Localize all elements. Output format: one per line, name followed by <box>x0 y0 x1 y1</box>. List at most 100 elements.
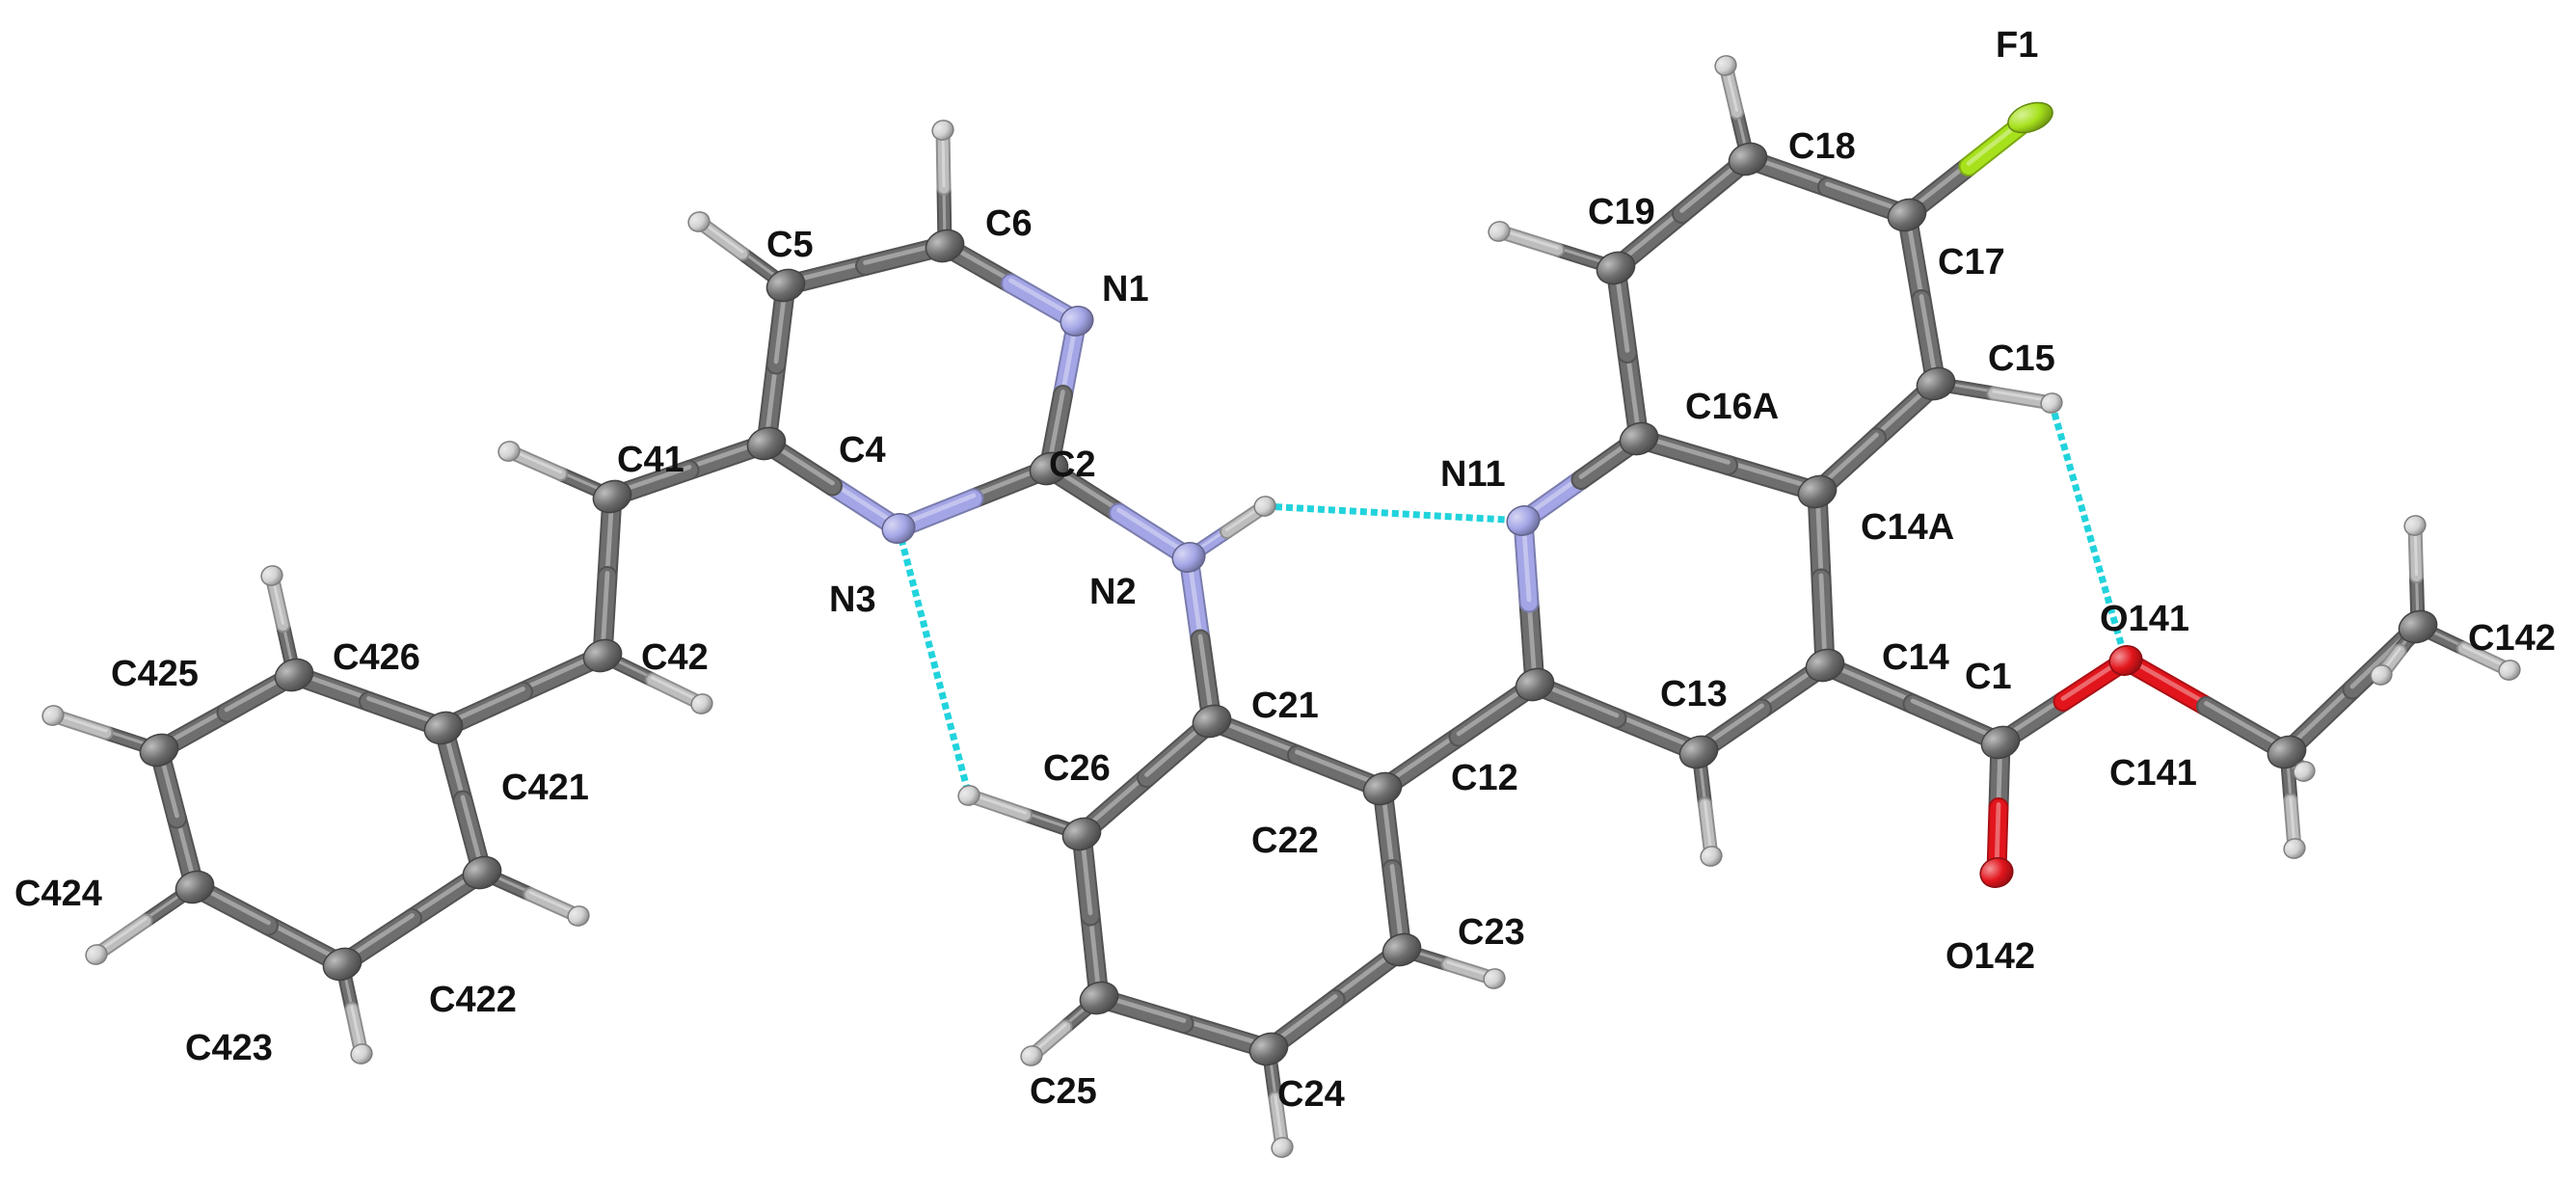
atom-label-c42: C42 <box>641 637 709 678</box>
bond-C41-C42 <box>592 486 623 666</box>
hydrogen-atom-h41 <box>497 441 521 462</box>
carbon-atom-c141 <box>2267 735 2307 769</box>
bond-C23-C24 <box>1258 939 1412 1060</box>
carbon-atom-c12 <box>1515 667 1555 702</box>
bond-C24-C25 <box>1088 987 1279 1060</box>
bond-C6-H6 <box>935 122 953 254</box>
atom-label-c4: C4 <box>839 430 886 471</box>
bond-C4-C5 <box>756 275 796 454</box>
hydrogen-atom-h426 <box>260 565 283 586</box>
hydrogen-atom-h23 <box>1483 968 1506 989</box>
atom-label-c19: C19 <box>1588 192 1655 232</box>
atom-label-c14: C14 <box>1882 637 1949 678</box>
atom-label-c13: C13 <box>1660 674 1728 714</box>
carbon-atom-c5 <box>765 268 806 303</box>
bond-C2-N3 <box>888 458 1060 539</box>
atom-label-c41: C41 <box>617 440 684 480</box>
atom-label-c6: C6 <box>985 203 1033 244</box>
hydrogen-atom-h6 <box>931 120 954 141</box>
atom-label-c1: C1 <box>1965 657 2012 697</box>
bond-C12-N11 <box>1513 510 1545 695</box>
bond-O141-C141 <box>2115 650 2297 763</box>
atom-label-c5: C5 <box>766 225 814 265</box>
carbon-atom-c21 <box>1192 704 1232 739</box>
nitrogen-atom-n2 <box>1171 542 1206 573</box>
hydrogen-atom-h19 <box>1488 221 1511 242</box>
atom-label-c423: C423 <box>185 1028 273 1068</box>
atom-label-c15: C15 <box>1988 338 2055 379</box>
atom-label-c22: C22 <box>1251 821 1319 861</box>
carbon-atom-c17 <box>1887 198 1927 232</box>
hydrogen-atom-h142c <box>2370 664 2393 686</box>
hydrogen-bond-N3-H26 <box>895 527 973 796</box>
nitrogen-atom-n3 <box>881 513 916 544</box>
bond-C424-C425 <box>148 740 205 898</box>
bond-C1-O141 <box>1990 650 2136 753</box>
carbon-atom-c6 <box>925 229 965 263</box>
atom-label-c14a: C14A <box>1861 507 1954 548</box>
bond-C21-C22 <box>1201 711 1393 799</box>
bond-C14A-C14 <box>1807 481 1836 676</box>
bond-C421-C422 <box>433 717 493 883</box>
atom-label-c424: C424 <box>14 874 102 914</box>
atom-label-c426: C426 <box>333 637 420 678</box>
carbon-atom-c1 <box>1980 725 2021 760</box>
nitrogen-atom-n11 <box>1506 505 1541 536</box>
hydrogen-atom-h25 <box>1020 1045 1043 1066</box>
carbon-atom-c424 <box>174 870 215 904</box>
bond-C15-C14A <box>1807 373 1946 502</box>
atom-label-n2: N2 <box>1089 572 1137 612</box>
atom-label-c422: C422 <box>429 980 517 1020</box>
bond-C19-H19 <box>1491 224 1623 276</box>
carbon-atom-c41 <box>592 479 632 514</box>
carbon-atom-c13 <box>1678 735 1719 769</box>
bond-N11-C16A <box>1513 428 1650 531</box>
fluorine-atom-f1 <box>2007 101 2053 134</box>
atom-label-c23: C23 <box>1458 912 1525 953</box>
atom-label-f1: F1 <box>1996 25 2038 66</box>
atom-label-c21: C21 <box>1251 686 1319 726</box>
atom-label-c17: C17 <box>1938 242 2005 283</box>
bond-C423-C424 <box>184 876 353 975</box>
hydrogen-atom-h141b <box>2293 761 2316 782</box>
bond-C1-O142 <box>1986 732 2011 883</box>
hydrogen-atom-h423 <box>350 1043 373 1065</box>
carbon-atom-c25 <box>1079 981 1119 1015</box>
carbon-atom-c422 <box>462 855 502 890</box>
atom-label-c12: C12 <box>1451 758 1518 798</box>
atom-label-o141: O141 <box>2100 599 2189 639</box>
carbon-atom-c426 <box>274 658 314 692</box>
carbon-atom-c18 <box>1728 142 1768 176</box>
bond-C17-C15 <box>1896 204 1946 394</box>
hydrogen-atom-h15 <box>2040 392 2063 414</box>
atom-label-n3: N3 <box>829 580 876 620</box>
hydrogen-bond-H15-O141 <box>2048 402 2130 661</box>
carbon-atom-c19 <box>1596 251 1636 285</box>
atom-label-c16a: C16A <box>1685 387 1779 427</box>
carbon-atom-c421 <box>423 711 464 745</box>
carbon-atom-c23 <box>1382 932 1422 967</box>
hydrogen-atom-h5 <box>687 211 711 232</box>
bond-N2-C21 <box>1178 547 1222 732</box>
bond-C422-C423 <box>332 862 493 975</box>
hydrogen-atom-h26 <box>957 785 980 806</box>
oxygen-atom-o142 <box>1979 857 2014 888</box>
hydrogen-atom-h422 <box>567 905 590 927</box>
carbon-atom-c24 <box>1248 1032 1289 1066</box>
atom-label-c425: C425 <box>111 654 199 694</box>
hydrogen-atom-h424 <box>85 944 108 965</box>
atom-label-n11: N11 <box>1440 454 1506 495</box>
oxygen-atom-o141 <box>2108 645 2143 676</box>
carbon-atom-c14 <box>1805 648 1845 683</box>
atom-layer <box>41 55 2521 1158</box>
atom-label-c24: C24 <box>1277 1074 1345 1115</box>
hydrogen-atom-h42 <box>690 693 713 714</box>
hydrogen-atom-h18 <box>1714 55 1737 76</box>
bond-C14A-C16A <box>1628 428 1828 502</box>
hydrogen-atom-h13 <box>1700 846 1723 867</box>
carbon-atom-c16a <box>1619 421 1659 456</box>
carbon-atom-c22 <box>1362 771 1403 806</box>
bond-C25-C26 <box>1071 823 1110 1009</box>
carbon-atom-c423 <box>322 947 362 982</box>
atom-label-c26: C26 <box>1043 748 1111 789</box>
